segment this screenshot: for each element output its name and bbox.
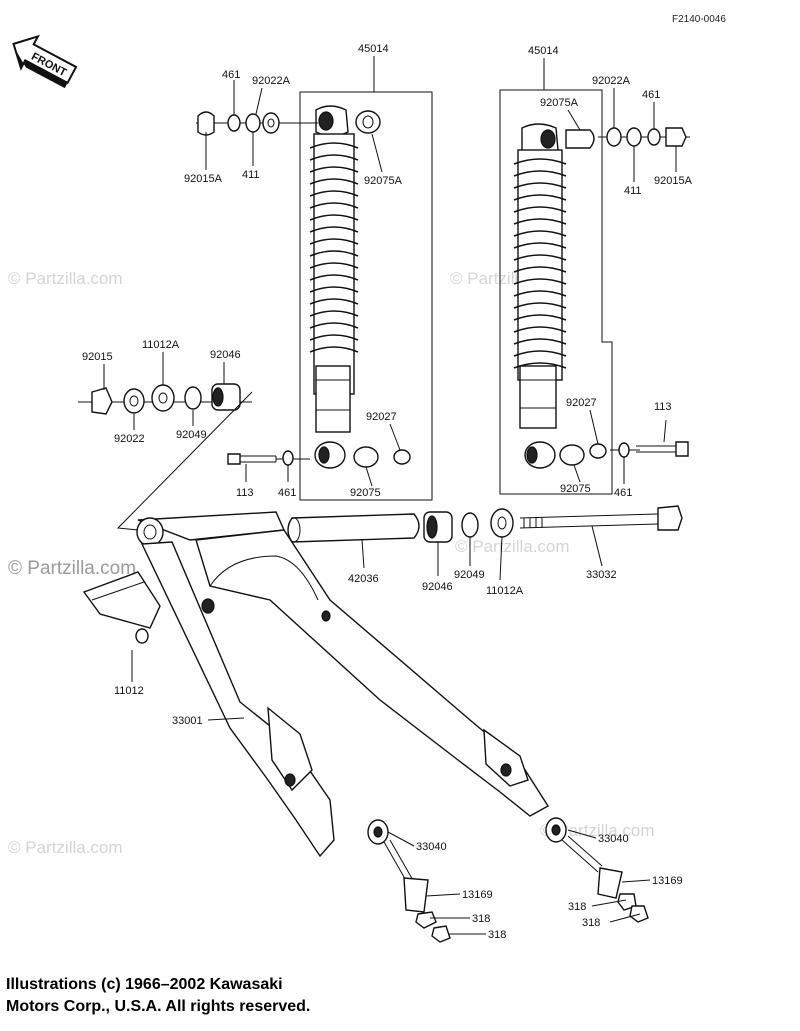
label-33040-left: 33040 bbox=[416, 841, 447, 853]
label-92027-right: 92027 bbox=[566, 397, 597, 409]
label-318-right-2: 318 bbox=[582, 917, 600, 929]
label-92075-right: 92075 bbox=[560, 483, 591, 495]
left-shock-absorber bbox=[299, 91, 433, 501]
left-chain-adjuster bbox=[367, 819, 451, 943]
label-318-right-1: 318 bbox=[568, 901, 586, 913]
label-92046-mid: 92046 bbox=[422, 581, 453, 593]
right-bottom-bolt bbox=[610, 441, 689, 458]
label-92022A-top-left: 92022A bbox=[252, 75, 291, 87]
label-92049-mid: 92049 bbox=[454, 569, 485, 581]
top-right-hardware bbox=[598, 127, 690, 147]
label-11012A-mid: 11012A bbox=[486, 585, 524, 597]
watermark-1: © Partzilla.com bbox=[8, 269, 123, 288]
label-461-top-right: 461 bbox=[642, 89, 660, 101]
label-13169-left: 13169 bbox=[462, 889, 493, 901]
label-92015A-top-right: 92015A bbox=[654, 175, 693, 187]
label-45014-left: 45014 bbox=[358, 43, 389, 55]
label-92022A-top-right: 92022A bbox=[592, 75, 631, 87]
front-arrow-icon: FRONT bbox=[12, 34, 78, 89]
label-33040-right: 33040 bbox=[598, 833, 629, 845]
label-461-bottom-right: 461 bbox=[614, 487, 632, 499]
label-11012A-top: 11012A bbox=[142, 339, 180, 351]
label-318-left-1: 318 bbox=[472, 913, 490, 925]
copyright-line-2: Motors Corp., U.S.A. All rights reserved… bbox=[6, 998, 311, 1015]
pivot-shaft-row bbox=[287, 505, 683, 543]
diagram-code: F2140-0046 bbox=[672, 14, 726, 25]
chain-guide bbox=[82, 571, 161, 644]
right-shock-absorber bbox=[499, 89, 613, 495]
label-461-bottom-left: 461 bbox=[278, 487, 296, 499]
label-92049-left: 92049 bbox=[176, 429, 207, 441]
label-92075A-right: 92075A bbox=[540, 97, 579, 109]
watermark-4: © Partzilla.com bbox=[8, 838, 123, 857]
label-411-top-left: 411 bbox=[242, 169, 260, 181]
label-92015A-top-left: 92015A bbox=[184, 173, 223, 185]
label-92075A-left: 92075A bbox=[364, 175, 403, 187]
label-13169-right: 13169 bbox=[652, 875, 683, 887]
label-92046-top: 92046 bbox=[210, 349, 241, 361]
right-chain-adjuster bbox=[545, 817, 649, 923]
copyright-line-1: Illustrations (c) 1966–2002 Kawasaki bbox=[6, 976, 283, 993]
copyright-notice: Illustrations (c) 1966–2002 Kawasaki Mot… bbox=[6, 974, 506, 1018]
label-92027-left: 92027 bbox=[366, 411, 397, 423]
label-92075-left: 92075 bbox=[350, 487, 381, 499]
part-labels: 45014 45014 461 92022A 92015A 411 92075A… bbox=[82, 43, 693, 941]
left-pivot-hardware bbox=[78, 383, 252, 415]
label-45014-right: 45014 bbox=[528, 45, 559, 57]
label-92015-left: 92015 bbox=[82, 351, 113, 363]
watermark-3: © Partzilla.com bbox=[455, 537, 570, 556]
watermark-5: © Partzilla.com bbox=[540, 821, 655, 840]
label-11012: 11012 bbox=[114, 685, 144, 697]
label-33001: 33001 bbox=[172, 715, 203, 727]
label-318-left-2: 318 bbox=[488, 929, 506, 941]
label-33032: 33032 bbox=[586, 569, 617, 581]
label-113-left: 113 bbox=[236, 487, 254, 499]
label-42036: 42036 bbox=[348, 573, 379, 585]
swing-arm bbox=[136, 511, 549, 858]
label-461-top-left: 461 bbox=[222, 69, 240, 81]
watermark-6: © Partzilla.com bbox=[8, 558, 136, 579]
left-bottom-bolt bbox=[227, 450, 310, 466]
label-113-right: 113 bbox=[654, 401, 672, 413]
leader-lines bbox=[103, 56, 677, 935]
label-92022-left: 92022 bbox=[114, 433, 145, 445]
label-411-top-right: 411 bbox=[624, 185, 642, 197]
